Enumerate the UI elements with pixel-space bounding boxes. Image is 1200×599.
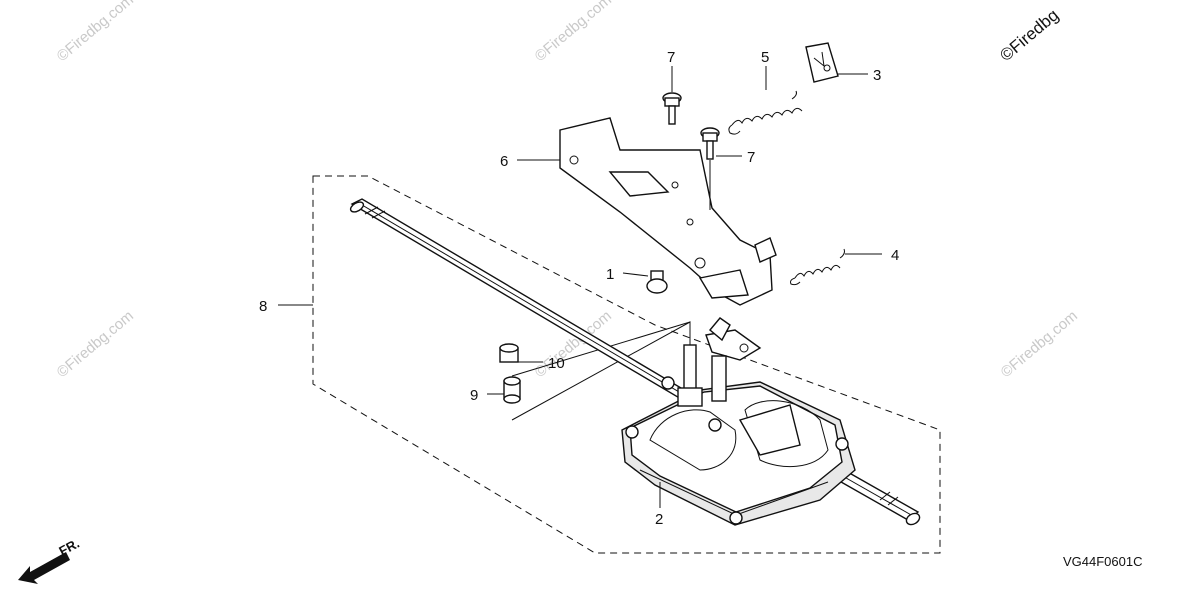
callout-3: 3 <box>873 67 881 84</box>
leader-1 <box>622 272 649 277</box>
watermark-corner: ©Firedbg <box>996 5 1062 65</box>
clip-3 <box>805 42 839 83</box>
spring-4 <box>790 248 845 286</box>
bolt-7b <box>700 127 720 210</box>
diagram-code: VG44F0601C <box>1063 554 1143 569</box>
shift-bracket <box>559 117 777 306</box>
collar-9 <box>503 376 521 404</box>
nut-10 <box>499 343 519 363</box>
front-arrow-icon <box>18 552 70 584</box>
callout-2: 2 <box>655 511 663 528</box>
callout-10: 10 <box>548 355 565 372</box>
callout-7b: 7 <box>747 149 755 166</box>
nut-1 <box>646 270 668 294</box>
watermark: ©Firedbg.com <box>54 307 137 381</box>
watermark: ©Firedbg.com <box>998 307 1081 381</box>
watermark: ©Firedbg.com <box>54 0 137 65</box>
callout-8: 8 <box>259 298 267 315</box>
callout-7a: 7 <box>667 49 675 66</box>
callout-4: 4 <box>891 247 899 264</box>
assembly-outline <box>312 175 941 554</box>
transmission-housing <box>621 317 856 526</box>
front-marker: FR. <box>56 536 82 559</box>
bolt-7a <box>662 92 682 125</box>
callout-9: 9 <box>470 387 478 404</box>
callout-5: 5 <box>761 49 769 66</box>
watermark: ©Firedbg.com <box>532 0 615 65</box>
spring-5 <box>728 90 803 135</box>
callout-1: 1 <box>606 266 614 283</box>
callout-6: 6 <box>500 153 508 170</box>
